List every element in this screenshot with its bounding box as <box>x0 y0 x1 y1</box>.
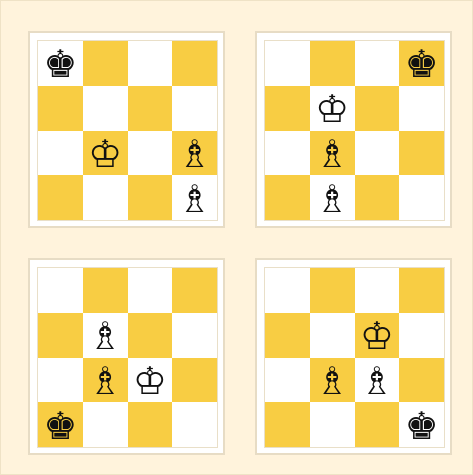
board-panel-top-right: ♚ ♔ ♗ ♗ <box>255 31 452 228</box>
square-r2-c1 <box>38 313 83 358</box>
square-r3-c2: ♗ <box>310 358 355 403</box>
square-r1-c1: ♚ <box>38 41 83 86</box>
square-r1-c4 <box>172 268 217 313</box>
square-r4-c2 <box>310 402 355 447</box>
square-r2-c3: ♔ <box>355 313 400 358</box>
white-bishop-icon: ♗ <box>315 362 349 400</box>
square-r1-c1 <box>265 268 310 313</box>
square-r1-c2 <box>83 41 128 86</box>
square-r4-c3 <box>355 402 400 447</box>
square-r1-c3 <box>128 268 173 313</box>
square-r1-c4 <box>172 41 217 86</box>
square-r4-c4: ♚ <box>399 402 444 447</box>
black-king-icon: ♚ <box>405 45 439 83</box>
square-r2-c2: ♗ <box>83 313 128 358</box>
square-r4-c3 <box>128 175 173 220</box>
white-king-icon: ♔ <box>88 135 122 173</box>
square-r3-c2: ♗ <box>83 358 128 403</box>
board-panel-top-left: ♚ ♔ ♗ ♗ <box>28 31 225 228</box>
white-bishop-icon: ♗ <box>88 362 122 400</box>
square-r1-c2 <box>83 268 128 313</box>
square-r3-c1 <box>38 358 83 403</box>
square-r2-c3 <box>128 313 173 358</box>
square-r3-c1 <box>265 131 310 176</box>
square-r2-c1 <box>265 86 310 131</box>
white-bishop-icon: ♗ <box>88 317 122 355</box>
square-r3-c3 <box>128 131 173 176</box>
square-r2-c1 <box>265 313 310 358</box>
square-r3-c2: ♗ <box>310 131 355 176</box>
square-r4-c4 <box>399 175 444 220</box>
board-panel-bottom-right: ♔ ♗ ♗ ♚ <box>255 258 452 455</box>
black-king-icon: ♚ <box>43 407 77 445</box>
square-r3-c3: ♔ <box>128 358 173 403</box>
square-r2-c3 <box>128 86 173 131</box>
square-r3-c4 <box>399 131 444 176</box>
square-r4-c3 <box>355 175 400 220</box>
white-bishop-icon: ♗ <box>315 180 349 218</box>
square-r4-c3 <box>128 402 173 447</box>
black-king-icon: ♚ <box>405 407 439 445</box>
square-r1-c2 <box>310 41 355 86</box>
square-r1-c1 <box>265 41 310 86</box>
square-r1-c3 <box>355 41 400 86</box>
square-r3-c2: ♔ <box>83 131 128 176</box>
chess-board: ♗ ♗ ♔ ♚ <box>37 267 218 448</box>
square-r2-c4 <box>172 313 217 358</box>
white-bishop-icon: ♗ <box>178 135 212 173</box>
square-r4-c1 <box>265 402 310 447</box>
square-r1-c4: ♚ <box>399 41 444 86</box>
white-king-icon: ♔ <box>360 317 394 355</box>
square-r3-c1 <box>265 358 310 403</box>
chess-board: ♚ ♔ ♗ ♗ <box>37 40 218 221</box>
square-r4-c1 <box>38 175 83 220</box>
chess-board: ♔ ♗ ♗ ♚ <box>264 267 445 448</box>
white-king-icon: ♔ <box>315 90 349 128</box>
square-r3-c4 <box>399 358 444 403</box>
square-r3-c3 <box>355 131 400 176</box>
square-r4-c1 <box>265 175 310 220</box>
square-r2-c4 <box>399 313 444 358</box>
white-king-icon: ♔ <box>133 362 167 400</box>
square-r4-c2 <box>83 402 128 447</box>
square-r2-c2: ♔ <box>310 86 355 131</box>
board-panel-bottom-left: ♗ ♗ ♔ ♚ <box>28 258 225 455</box>
square-r4-c1: ♚ <box>38 402 83 447</box>
square-r2-c4 <box>399 86 444 131</box>
square-r2-c3 <box>355 86 400 131</box>
black-king-icon: ♚ <box>43 45 77 83</box>
square-r2-c2 <box>83 86 128 131</box>
square-r4-c2 <box>83 175 128 220</box>
square-r2-c2 <box>310 313 355 358</box>
square-r1-c4 <box>399 268 444 313</box>
chess-board: ♚ ♔ ♗ ♗ <box>264 40 445 221</box>
square-r4-c4: ♗ <box>172 175 217 220</box>
square-r2-c1 <box>38 86 83 131</box>
square-r4-c2: ♗ <box>310 175 355 220</box>
square-r3-c4: ♗ <box>172 131 217 176</box>
square-r3-c4 <box>172 358 217 403</box>
white-bishop-icon: ♗ <box>360 362 394 400</box>
square-r3-c1 <box>38 131 83 176</box>
white-bishop-icon: ♗ <box>315 135 349 173</box>
square-r1-c2 <box>310 268 355 313</box>
square-r1-c3 <box>128 41 173 86</box>
square-r1-c1 <box>38 268 83 313</box>
square-r3-c3: ♗ <box>355 358 400 403</box>
white-bishop-icon: ♗ <box>178 180 212 218</box>
square-r4-c4 <box>172 402 217 447</box>
square-r1-c3 <box>355 268 400 313</box>
square-r2-c4 <box>172 86 217 131</box>
